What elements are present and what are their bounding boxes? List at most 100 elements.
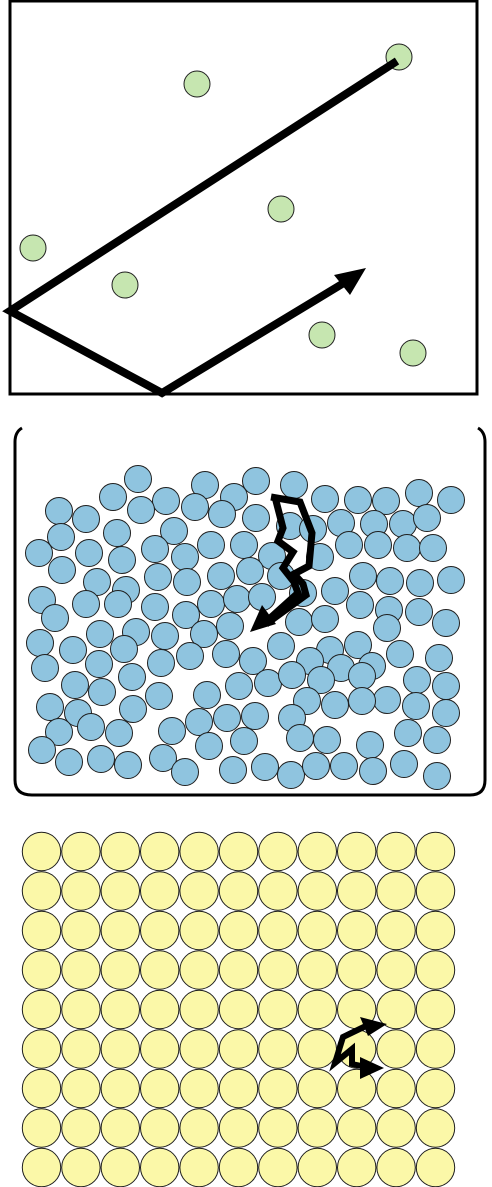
liquid-particle <box>181 493 209 521</box>
liquid-particle <box>87 745 115 773</box>
solid-particle <box>218 1029 259 1069</box>
liquid-particle <box>393 534 421 562</box>
liquid-particle <box>230 531 258 559</box>
solid-particle <box>415 831 456 872</box>
solid-particle <box>140 950 180 990</box>
liquid-particle <box>160 517 188 545</box>
gas-particle <box>19 234 47 262</box>
solid-particle <box>179 1029 219 1069</box>
solid-particle <box>21 1147 62 1187</box>
liquid-particle <box>423 726 451 754</box>
liquid-particle <box>285 608 313 636</box>
gas-container <box>8 0 479 396</box>
liquid-particle <box>278 661 306 689</box>
solid-particle <box>140 989 180 1030</box>
solid-particle <box>140 1068 180 1109</box>
liquid-particle <box>349 562 377 590</box>
solid-particle <box>337 910 377 951</box>
solid-particle <box>140 1029 180 1069</box>
liquid-particle <box>172 601 200 629</box>
gas-trajectory-arrow <box>2 57 400 398</box>
liquid-particle <box>402 692 430 720</box>
liquid-particle <box>437 486 465 514</box>
liquid-particle <box>86 620 114 648</box>
gas-particle <box>399 339 427 367</box>
solid-particle <box>218 910 259 951</box>
liquid-particle <box>104 590 132 618</box>
liquid-particle <box>225 672 253 700</box>
solid-particle <box>218 1068 259 1109</box>
liquid-particle <box>127 496 155 524</box>
solid-particle <box>61 831 101 872</box>
liquid-particle <box>241 702 269 730</box>
solid-particle <box>140 871 180 911</box>
solid-particle <box>376 831 416 872</box>
gas-panel <box>2 0 479 398</box>
solid-particle <box>258 831 298 872</box>
solid-particle <box>61 1029 101 1069</box>
liquid-particle <box>141 535 169 563</box>
liquid-particle <box>151 622 179 650</box>
gas-particle <box>267 195 295 223</box>
liquid-particle <box>26 629 54 657</box>
liquid-particle <box>195 732 223 760</box>
liquid-particle <box>145 682 173 710</box>
liquid-particle <box>176 642 204 670</box>
liquid-particle <box>171 543 199 571</box>
liquid-particle <box>59 636 87 664</box>
solid-particle <box>179 1068 219 1109</box>
solid-particle <box>218 1108 259 1148</box>
liquid-particle <box>110 635 138 663</box>
solid-particle <box>21 831 62 872</box>
solid-particle <box>61 1068 101 1109</box>
liquid-particle <box>423 762 451 790</box>
solid-particle <box>415 1147 456 1187</box>
liquid-particle <box>307 666 335 694</box>
solid-particle <box>218 950 259 990</box>
liquid-particle <box>31 654 59 682</box>
liquid-particle <box>171 758 199 786</box>
liquid-particle <box>88 678 116 706</box>
solid-particle <box>376 1147 416 1187</box>
liquid-particle <box>216 612 244 640</box>
solid-particle <box>376 1068 416 1109</box>
solid-panel <box>21 831 456 1187</box>
solid-arrowhead <box>360 1017 387 1036</box>
solid-particle <box>61 950 101 990</box>
liquid-particle <box>277 761 305 789</box>
liquid-particle <box>114 751 142 779</box>
liquid-particle <box>72 505 100 533</box>
liquid-panel <box>13 426 487 797</box>
solid-particle <box>21 950 62 990</box>
solid-particle <box>415 910 456 951</box>
liquid-particle <box>242 504 270 532</box>
liquid-particles <box>25 465 465 790</box>
solid-particle <box>297 831 337 872</box>
solid-particle <box>21 1068 62 1109</box>
solid-particle <box>258 989 298 1030</box>
solid-particle <box>376 1029 416 1069</box>
liquid-particle <box>77 713 105 741</box>
solid-particle <box>376 989 416 1030</box>
solid-particle <box>218 871 259 911</box>
solid-particle <box>415 871 456 911</box>
liquid-particle <box>254 669 282 697</box>
gas-arrowhead <box>334 268 366 295</box>
liquid-particle <box>242 467 270 495</box>
solid-particle <box>218 831 259 872</box>
liquid-particle <box>119 695 147 723</box>
liquid-particle <box>85 650 113 678</box>
liquid-particle <box>99 483 127 511</box>
liquid-particle <box>394 719 422 747</box>
solid-particle <box>61 1147 101 1187</box>
solid-particle <box>376 910 416 951</box>
solid-particle <box>100 910 141 951</box>
solid-particle <box>21 1029 62 1069</box>
liquid-particle <box>406 569 434 597</box>
liquid-particle <box>230 727 258 755</box>
solid-particle <box>337 871 377 911</box>
solid-particle <box>337 831 377 872</box>
solid-vibration-arrow <box>329 1017 387 1079</box>
liquid-particle <box>75 539 103 567</box>
solid-particle <box>415 950 456 990</box>
